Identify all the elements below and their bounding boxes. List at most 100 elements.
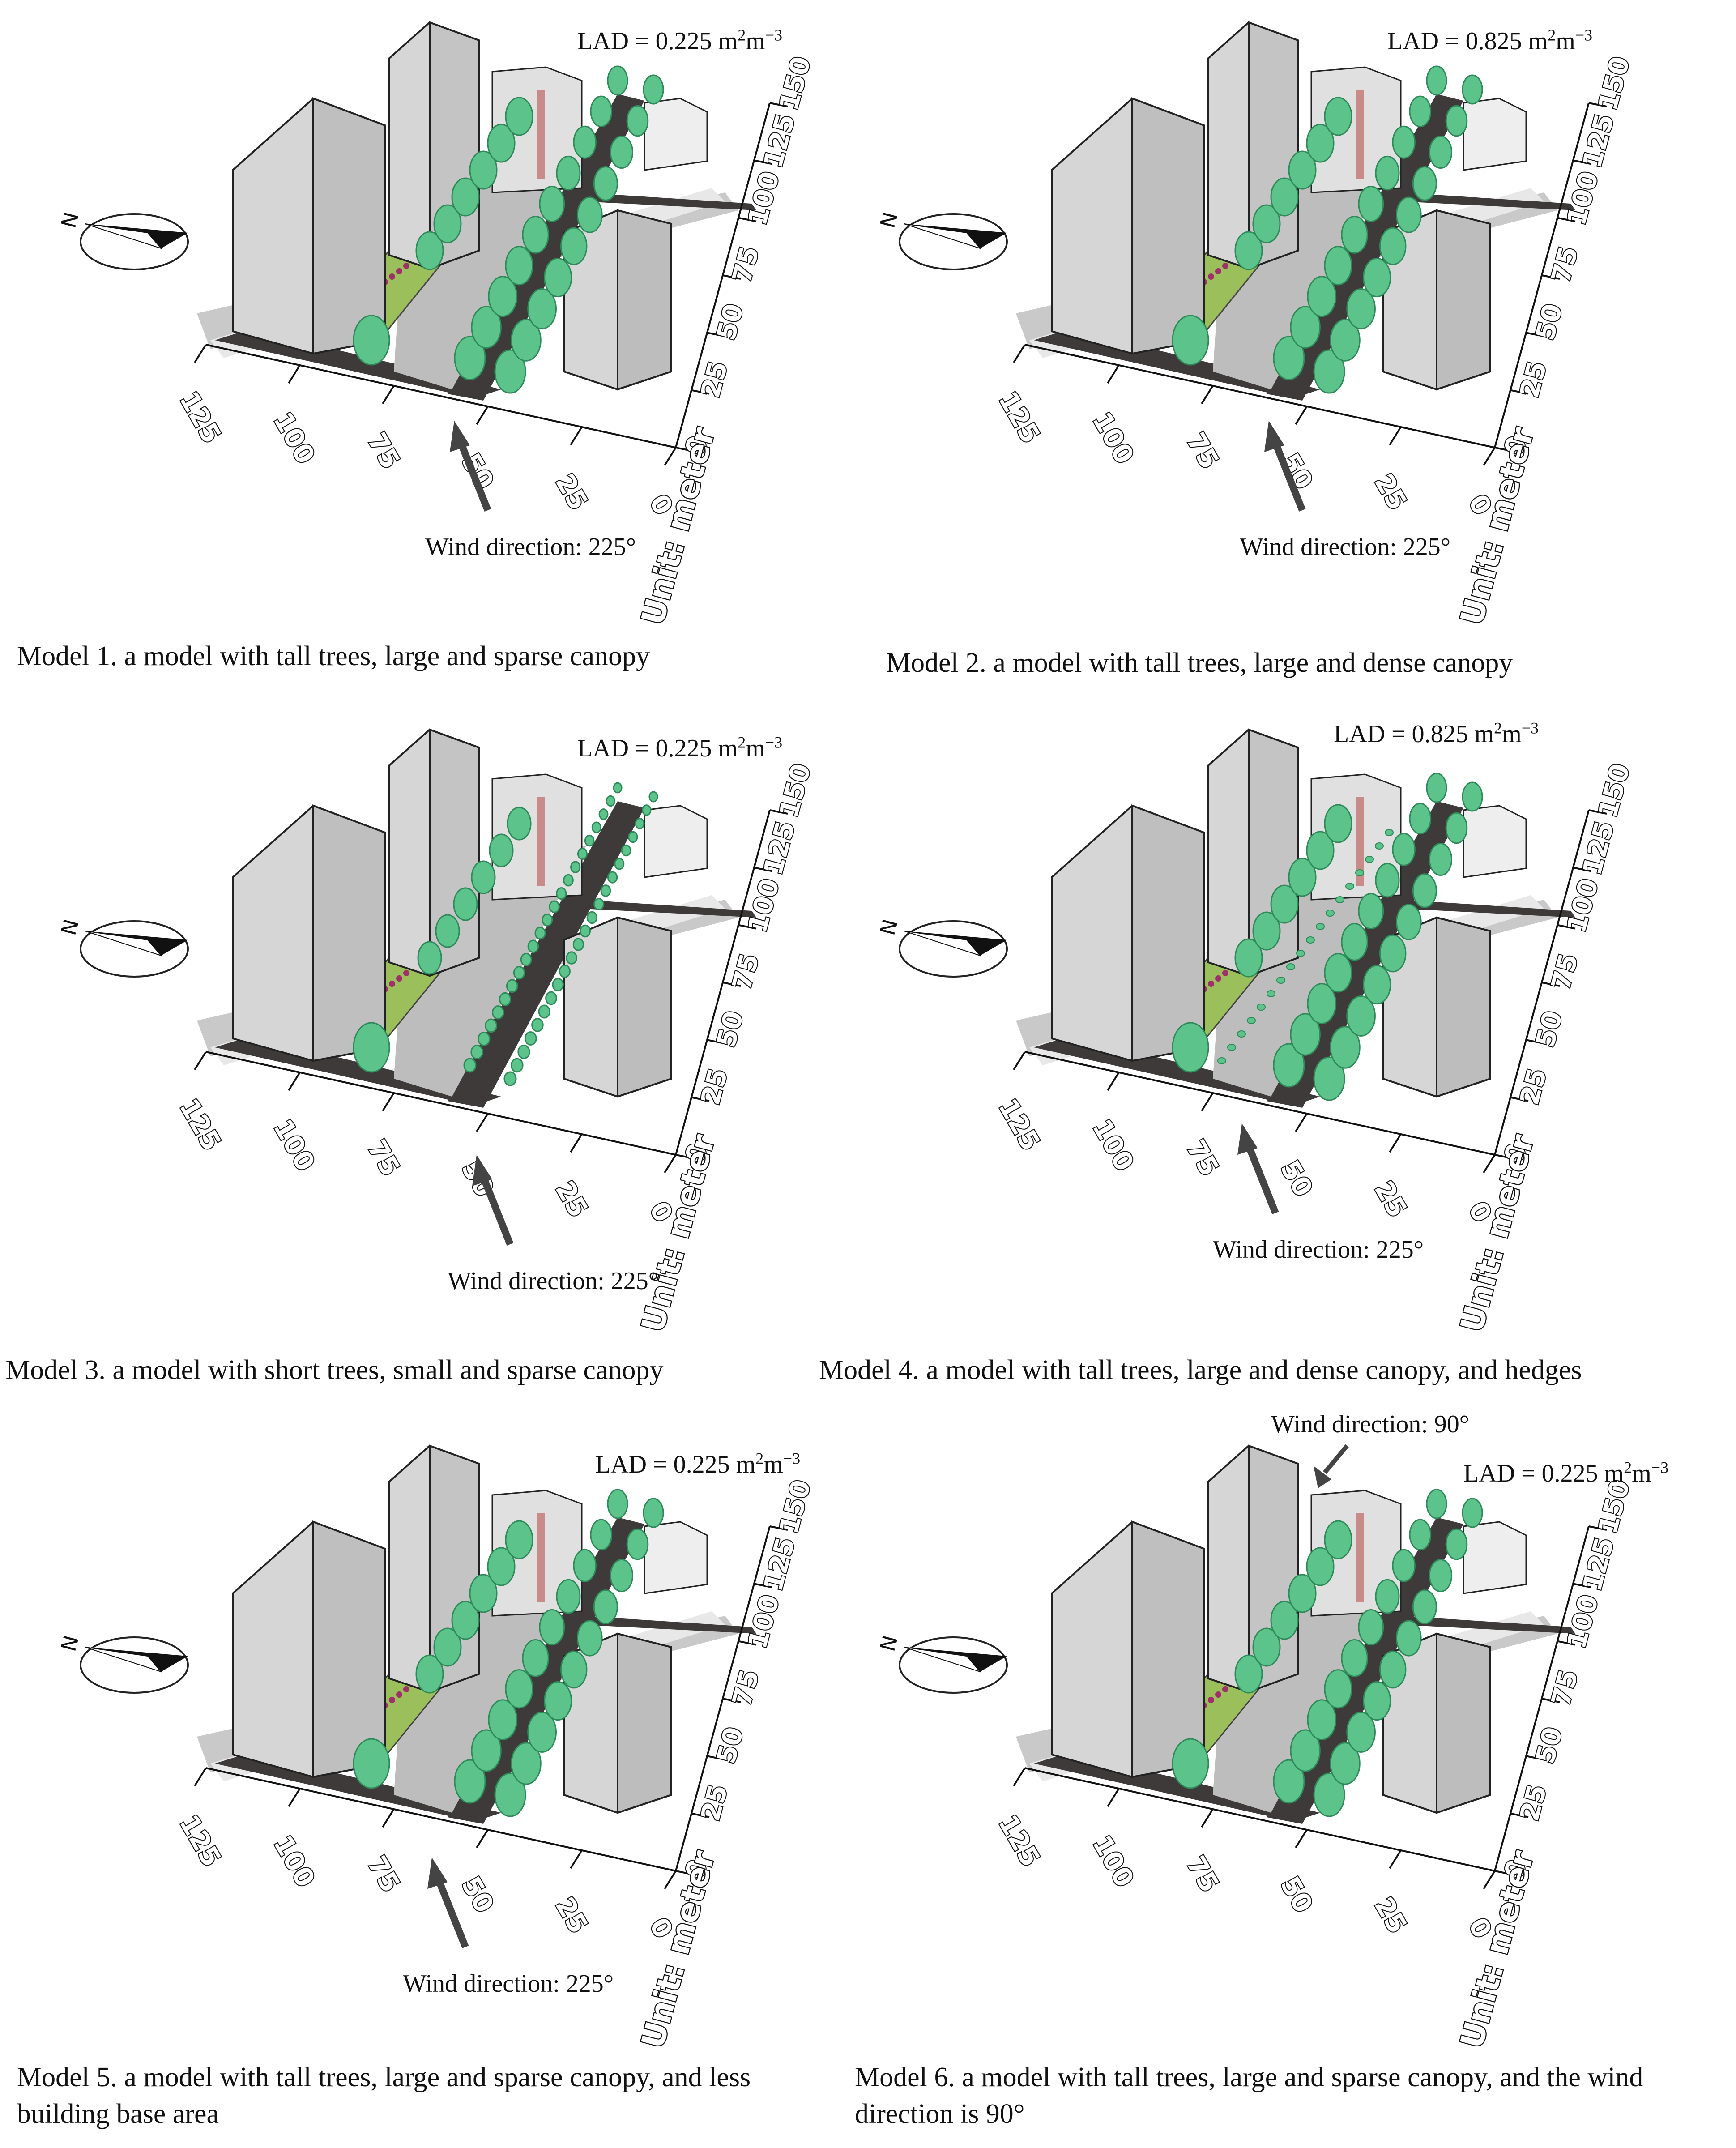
- tree-canopy: [494, 349, 526, 394]
- tree-canopy: [522, 1639, 549, 1677]
- x-axis-line: [205, 1051, 676, 1156]
- hedge: [1217, 1057, 1226, 1064]
- tree-canopy: [613, 782, 623, 794]
- tree-canopy: [1288, 858, 1317, 897]
- flower: [396, 975, 402, 982]
- model-caption: Model 2. a model with tall trees, large …: [886, 648, 1513, 678]
- y-tick-label: 100: [1561, 875, 1604, 936]
- unit-label: Unit: meter: [634, 1847, 722, 2052]
- tree-canopy: [580, 924, 591, 938]
- tree-canopy: [507, 807, 532, 841]
- y-tick: [1541, 982, 1560, 987]
- tree-canopy: [549, 900, 560, 913]
- flower: [403, 970, 409, 976]
- y-tick-label: 0: [679, 1856, 713, 1882]
- tree-canopy: [1330, 1026, 1361, 1069]
- y-tick-label: 50: [1530, 300, 1569, 343]
- tree-canopy: [1324, 953, 1352, 993]
- x-tick: [664, 447, 677, 466]
- tree-canopy: [433, 204, 462, 243]
- tree-canopy: [517, 1044, 530, 1059]
- y-tick: [675, 1870, 694, 1875]
- tree-canopy: [454, 1759, 486, 1804]
- y-tick-label: 50: [711, 1008, 750, 1051]
- tree-canopy: [1252, 204, 1281, 243]
- tree-canopy: [488, 1699, 518, 1741]
- lad-value: LAD = 0.825 m: [1387, 27, 1548, 55]
- tree-canopy: [503, 1071, 517, 1086]
- tree-canopy: [1379, 227, 1407, 265]
- tree-canopy: [1270, 177, 1299, 217]
- tree-canopy: [1412, 1589, 1437, 1624]
- lad-unit-m: m: [763, 1451, 783, 1478]
- hedge: [1385, 829, 1394, 836]
- tree-canopy: [1358, 185, 1384, 222]
- flower: [1208, 981, 1214, 987]
- y-tick: [754, 1583, 772, 1589]
- lad-unit-m: m: [1632, 1460, 1651, 1487]
- tree-canopy: [506, 979, 518, 993]
- unit-label: Unit: meter: [634, 1131, 722, 1336]
- tree-canopy: [563, 874, 574, 887]
- wind-direction-label: Wind direction: 225°: [1240, 533, 1451, 561]
- tree-canopy: [1409, 803, 1432, 835]
- right-building-side: [1436, 209, 1491, 391]
- compass: N: [875, 209, 1008, 270]
- tree-canopy: [566, 951, 577, 965]
- lad-value: LAD = 0.225 m: [1463, 1460, 1624, 1487]
- x-tick: [1483, 447, 1496, 466]
- x-tick: [288, 1788, 301, 1807]
- tree-canopy: [539, 185, 565, 222]
- tree-canopy: [1426, 773, 1447, 803]
- tree-canopy: [1252, 1627, 1281, 1667]
- x-tick: [1013, 344, 1026, 363]
- tree-canopy: [642, 804, 652, 816]
- lad-exp2: −3: [783, 1449, 801, 1468]
- tree-canopy: [417, 941, 442, 975]
- wind-direction-label: Wind direction: 90°: [1271, 1410, 1470, 1438]
- y-tick: [1588, 1525, 1607, 1531]
- tree-canopy: [1426, 1489, 1447, 1519]
- tree-canopy: [1429, 135, 1453, 169]
- x-tick-label: 100: [1087, 407, 1140, 469]
- tree-canopy: [556, 1579, 581, 1614]
- x-tick: [1295, 1113, 1308, 1132]
- tree-canopy: [1330, 1742, 1361, 1785]
- x-tick: [570, 426, 583, 446]
- pink-facade: [1356, 1513, 1364, 1602]
- tree-canopy: [1341, 923, 1368, 961]
- tree-canopy: [505, 246, 533, 286]
- y-tick: [1510, 1096, 1529, 1102]
- y-tick-label: 150: [773, 1477, 817, 1537]
- tree-canopy: [531, 1018, 544, 1032]
- tree-canopy: [478, 1031, 491, 1046]
- y-tick-label: 25: [695, 358, 734, 401]
- lad-label: LAD = 0.825 m2m−3: [1387, 27, 1592, 56]
- x-tick-label: 75: [1181, 1135, 1225, 1181]
- x-tick-label: 50: [1275, 1155, 1319, 1202]
- tree-canopy: [1409, 95, 1432, 128]
- wind-direction-label: Wind direction: 225°: [1213, 1236, 1424, 1264]
- tree-canopy: [522, 216, 549, 254]
- x-tick: [1295, 1829, 1308, 1849]
- lad-value: LAD = 0.825 m: [1334, 720, 1494, 748]
- tree-canopy: [552, 978, 564, 992]
- tree-canopy: [610, 1559, 634, 1593]
- y-tick: [707, 1755, 725, 1761]
- lad-exp1: 2: [1548, 26, 1556, 44]
- tree-canopy: [539, 1609, 565, 1646]
- tree-canopy: [499, 992, 512, 1006]
- tree-canopy: [573, 125, 597, 159]
- tree-canopy: [1375, 1579, 1400, 1614]
- unit-label: Unit: meter: [634, 423, 722, 629]
- tree-canopy: [527, 1712, 557, 1753]
- x-tick-label: 25: [550, 1176, 594, 1222]
- x-tick: [1483, 1154, 1496, 1174]
- y-tick: [1510, 1812, 1529, 1818]
- right-building-side: [617, 1632, 672, 1814]
- y-tick: [1494, 1870, 1513, 1875]
